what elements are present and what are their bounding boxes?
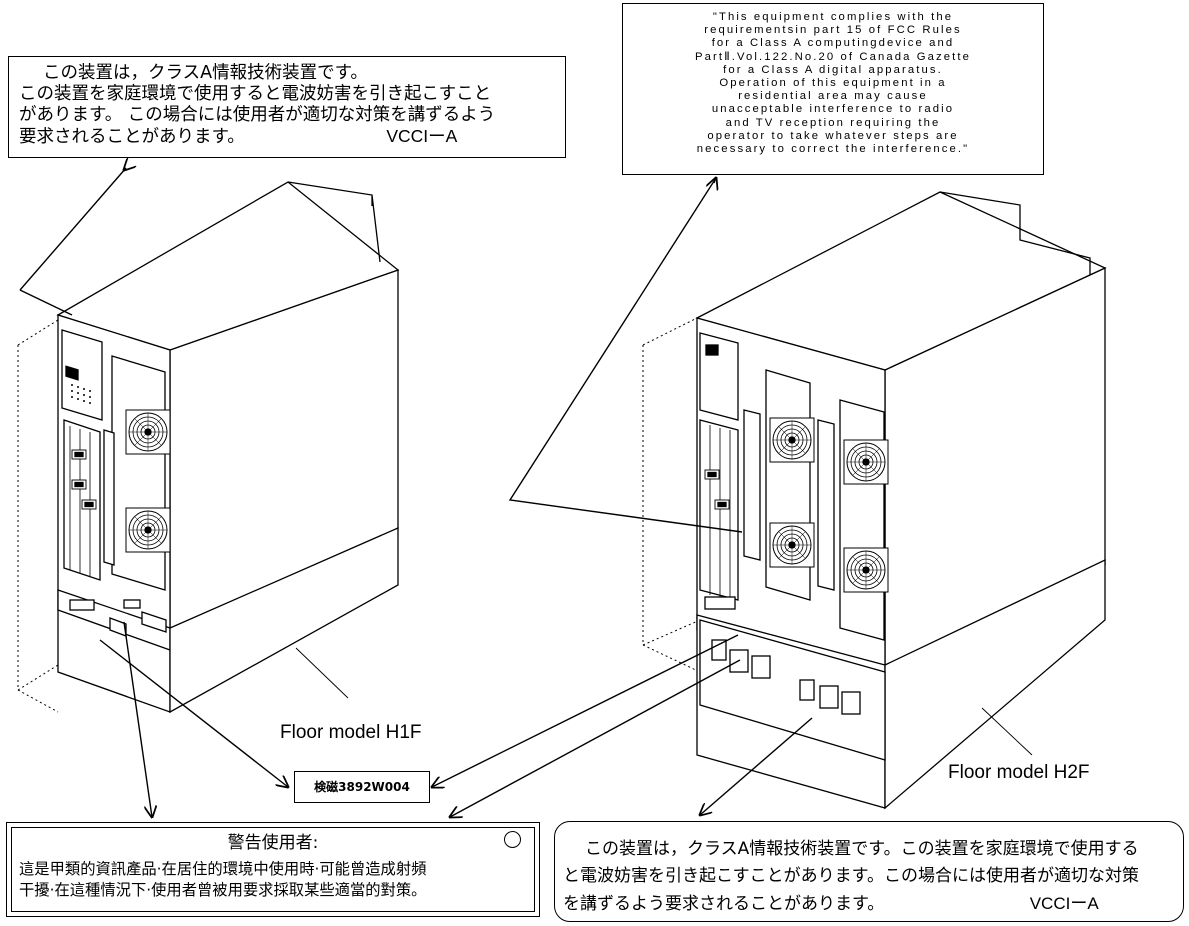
vcci-right-mark: VCCIーA — [1029, 894, 1099, 913]
fcc-line: necessary to correct the interference." — [696, 143, 970, 156]
vcci-left-last-text: 要求されることがあります。 — [19, 127, 245, 147]
fcc-line: "This equipment complies with the — [712, 11, 954, 23]
vcci-left-mark: VCCIーA — [386, 126, 458, 146]
leader-fcc — [508, 177, 743, 533]
fcc-label: "This equipment complies with the requir… — [622, 3, 1044, 175]
fcc-line: Operation of this equipment in a — [719, 77, 947, 90]
vcci-right-line: この装置は，クラスA情報技術装置です。この装置を家庭環境で使用する — [585, 839, 1139, 859]
bsmi-line: 干擾‧在這種情況下‧使用者曾被用要求採取某些適當的對策。 — [19, 881, 427, 899]
vcci-label-right: この装置は，クラスA情報技術装置です。この装置を家庭環境で使用する と電波妨害を… — [554, 821, 1184, 922]
leader-kensa-right — [432, 634, 739, 787]
bsmi-warning-label: 警告使用者: 這是甲類的資訊產品‧在居住的環境中使用時‧可能曾造成射頻 干擾‧在… — [6, 822, 540, 917]
vcci-left-line: この装置は，クラスA情報技術装置です。 — [43, 63, 368, 83]
vcci-right-line: を講ずるよう要求されることがあります。 VCCIーA — [563, 890, 1173, 918]
fcc-line: operator to take whatever steps are — [707, 129, 959, 142]
fcc-line: PartⅡ.Vol.122.No.20 of Canada Gazette — [694, 50, 972, 63]
vcci-right-last-text: を講ずるよう要求されることがあります。 — [563, 894, 885, 914]
unit-h1f — [17, 181, 400, 714]
leader-kensa-left — [99, 639, 288, 787]
kensa-label: 検磁3892W004 — [294, 771, 430, 803]
fcc-line: residential area may cause — [738, 90, 928, 103]
vcci-left-line: があります。 この場合には使用者が適切な対策を講ずるよう — [19, 105, 496, 125]
vcci-left-line: この装置を家庭環境で使用すると電波妨害を引き起こすこと — [19, 84, 492, 104]
fcc-line: requirementsin part 15 of FCC Rules — [704, 24, 962, 37]
leader-h2f — [981, 707, 1033, 756]
model-caption-h2f: Floor model H2F — [948, 762, 1090, 783]
vcci-label-left: この装置は，クラスA情報技術装置です。 この装置を家庭環境で使用すると電波妨害を… — [8, 56, 566, 158]
leader-bsmi-left — [123, 621, 152, 817]
fcc-line: for a Class A digital apparatus. — [723, 63, 943, 76]
leader-lines — [19, 167, 1033, 817]
leader-vcci-left — [19, 167, 127, 316]
unit-h2f — [642, 191, 1107, 810]
bsmi-line: 這是甲類的資訊產品‧在居住的環境中使用時‧可能曾造成射頻 — [19, 860, 427, 878]
bsmi-title: 警告使用者: — [227, 833, 319, 853]
vcci-left-line: 要求されることがあります。 VCCIーA — [19, 126, 555, 148]
fcc-line: for a Class A computingdevice and — [711, 37, 955, 50]
fcc-line: and TV reception requiring the — [725, 116, 941, 129]
leader-vcci-right — [700, 717, 813, 815]
vcci-right-line: と電波妨害を引き起こすことがあります。この場合には使用者が適切な対策 — [563, 866, 1139, 886]
leader-bsmi-right — [450, 659, 741, 817]
circle-icon — [504, 831, 521, 848]
model-caption-h1f: Floor model H1F — [280, 722, 422, 743]
leader-h1f — [295, 647, 349, 699]
fcc-line: unacceptable interference to radio — [711, 103, 955, 116]
